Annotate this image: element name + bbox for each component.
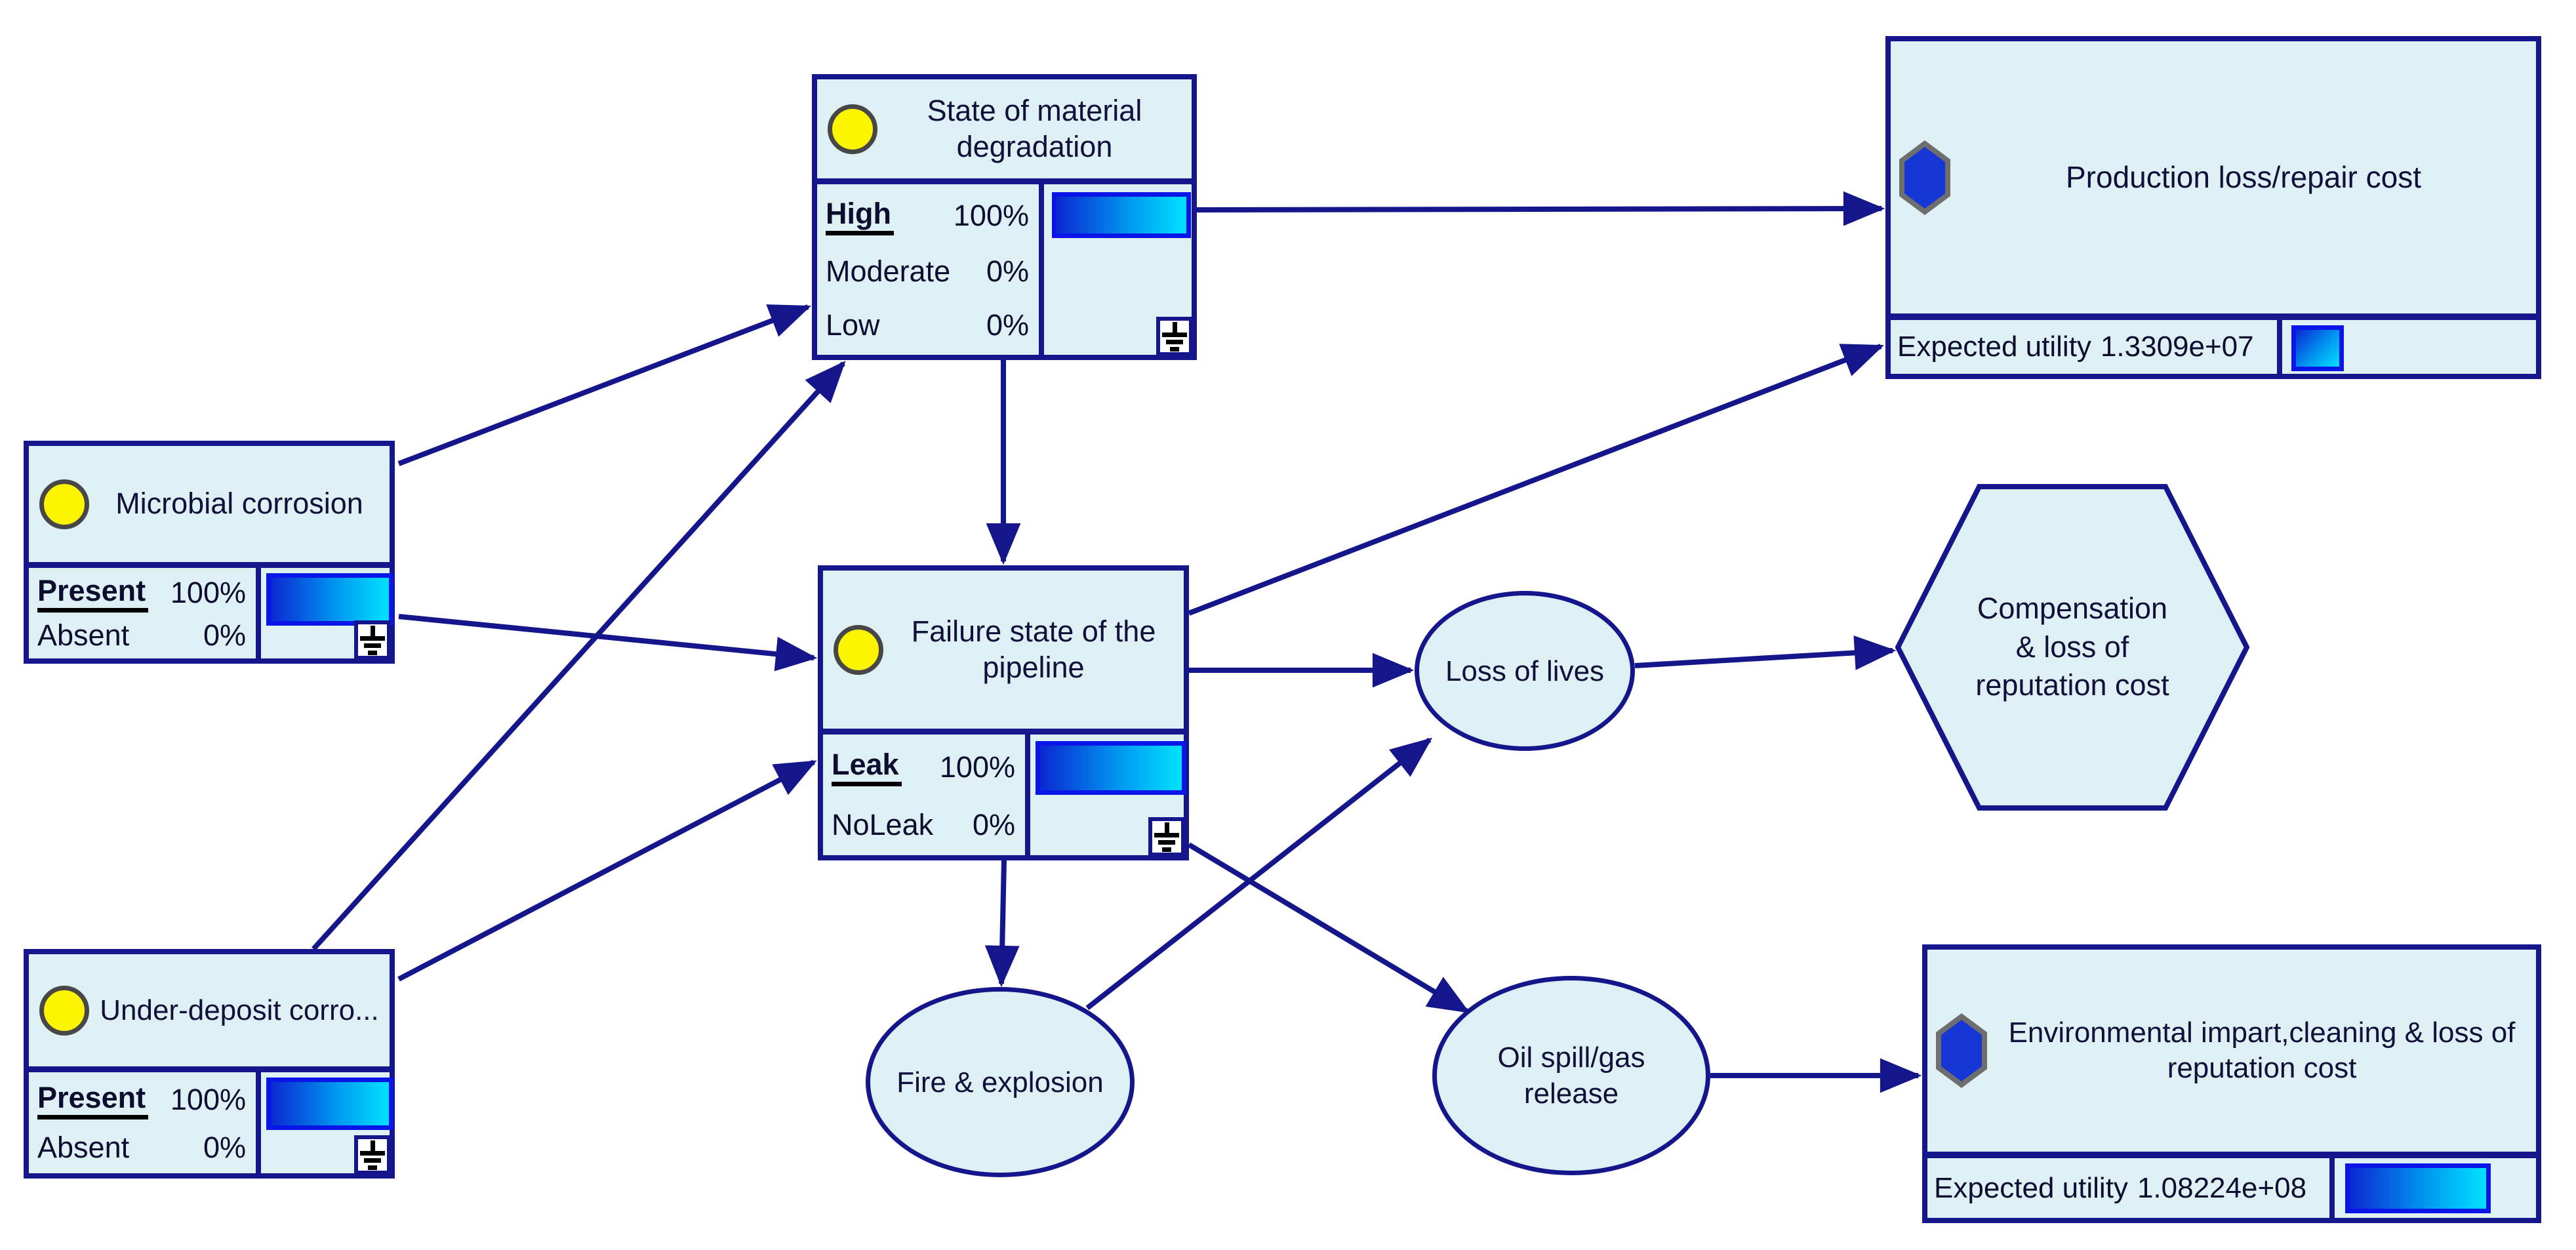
node-under-deposit-corrosion[interactable]: Under-deposit corro... Present 100% Abse… bbox=[24, 949, 395, 1179]
node-title: Fire & explosion bbox=[896, 1066, 1104, 1099]
state-label: Leak bbox=[832, 748, 902, 787]
state-value: 0% bbox=[972, 807, 1015, 841]
node-title: Under-deposit corro... bbox=[100, 994, 379, 1026]
state-label: High bbox=[826, 197, 894, 235]
column-divider bbox=[256, 568, 261, 658]
expected-utility-label: Expected utility bbox=[1897, 331, 2091, 363]
node-title: Production loss/repair cost bbox=[2065, 160, 2422, 195]
state-value: 0% bbox=[203, 618, 246, 653]
expected-utility-value: 1.3309e+07 bbox=[2100, 331, 2254, 363]
edge-microbial-to-failure[interactable] bbox=[398, 614, 818, 672]
expected-utility-value: 1.08224e+08 bbox=[2137, 1171, 2307, 1204]
state-label: Present bbox=[37, 1081, 149, 1119]
node-title: Loss of lives bbox=[1445, 655, 1605, 687]
evidence-ground-icon[interactable] bbox=[1148, 817, 1185, 857]
probability-bar bbox=[1052, 192, 1191, 238]
state-label: Absent bbox=[37, 1131, 130, 1165]
evidence-ground-icon[interactable] bbox=[354, 620, 391, 660]
chance-node-icon bbox=[39, 985, 89, 1036]
node-title: Oil spill/gas release bbox=[1497, 1041, 1645, 1110]
state-row[interactable]: Leak 100% bbox=[823, 748, 1025, 787]
state-value: 100% bbox=[170, 576, 246, 610]
edge-degradation-to-production[interactable] bbox=[1196, 191, 1885, 226]
node-title: Failure state of the pipeline bbox=[911, 614, 1156, 684]
state-row[interactable]: Absent 0% bbox=[29, 618, 256, 653]
state-row[interactable]: Low 0% bbox=[817, 308, 1039, 342]
node-state-of-material-degradation[interactable]: State of material degradation High 100% … bbox=[812, 74, 1197, 360]
state-row[interactable]: Present 100% bbox=[29, 1081, 256, 1119]
state-label: NoLeak bbox=[832, 807, 934, 841]
state-value: 0% bbox=[986, 308, 1029, 342]
edge-microbial-to-degradation[interactable] bbox=[397, 304, 811, 466]
state-label: Present bbox=[37, 574, 149, 613]
utility-hexagon-icon bbox=[1899, 140, 1950, 215]
utility-hexagon-icon bbox=[1936, 1013, 1987, 1088]
probability-bar bbox=[266, 1078, 393, 1130]
node-oil-spill-gas-release[interactable]: Oil spill/gas release bbox=[1432, 976, 1710, 1175]
node-failure-state-of-pipeline[interactable]: Failure state of the pipeline Leak 100% … bbox=[818, 565, 1189, 860]
edge-underdeposit-to-failure[interactable] bbox=[397, 759, 817, 982]
utility-bar bbox=[2345, 1163, 2491, 1213]
column-divider bbox=[1039, 184, 1044, 355]
edge-lossoflives-to-compensation[interactable] bbox=[1634, 635, 1897, 670]
column-divider bbox=[1025, 735, 1030, 855]
node-title: State of material degradation bbox=[927, 93, 1142, 163]
chance-node-icon bbox=[828, 104, 877, 154]
state-value: 100% bbox=[953, 199, 1029, 233]
evidence-ground-icon[interactable] bbox=[1156, 317, 1193, 356]
node-title: Microbial corrosion bbox=[115, 487, 363, 521]
edge-failure-to-production[interactable] bbox=[1188, 344, 1884, 616]
probability-bar bbox=[1036, 741, 1186, 795]
edge-failure-to-oilspill[interactable] bbox=[1187, 842, 1470, 1014]
node-microbial-corrosion[interactable]: Microbial corrosion Present 100% Absent … bbox=[24, 441, 395, 664]
state-row[interactable]: Present 100% bbox=[29, 574, 256, 613]
state-row[interactable]: NoLeak 0% bbox=[823, 808, 1025, 842]
chance-node-icon bbox=[834, 624, 883, 675]
state-label: Low bbox=[826, 308, 880, 342]
state-row[interactable]: Moderate 0% bbox=[817, 254, 1039, 289]
utility-bar bbox=[2291, 325, 2344, 371]
evidence-ground-icon[interactable] bbox=[354, 1135, 391, 1175]
edge-underdeposit-to-degradation[interactable] bbox=[312, 361, 846, 951]
hexagon-shape bbox=[1895, 484, 2250, 811]
node-compensation-cost[interactable] bbox=[1895, 483, 2250, 811]
node-fire-and-explosion[interactable]: Fire & explosion bbox=[866, 987, 1135, 1177]
state-value: 0% bbox=[986, 254, 1029, 289]
state-label: Moderate bbox=[826, 254, 951, 289]
edge-failure-to-fire[interactable] bbox=[984, 860, 1020, 988]
node-environmental-impact-cost[interactable]: Environmental impart,cleaning & loss of … bbox=[1922, 944, 2541, 1223]
node-production-loss-repair-cost[interactable]: Production loss/repair cost Expected uti… bbox=[1885, 36, 2541, 379]
chance-node-icon bbox=[39, 479, 89, 529]
node-loss-of-lives[interactable]: Loss of lives bbox=[1415, 591, 1635, 751]
edge-fire-to-lossoflives[interactable] bbox=[1085, 737, 1433, 1011]
state-value: 100% bbox=[939, 750, 1015, 784]
node-title: Compensation & loss of reputation cost bbox=[1975, 592, 2169, 702]
state-row[interactable]: Absent 0% bbox=[29, 1131, 256, 1165]
node-title: Environmental impart,cleaning & loss of … bbox=[2008, 1017, 2516, 1084]
state-row[interactable]: High 100% bbox=[817, 197, 1039, 235]
state-value: 0% bbox=[203, 1131, 246, 1165]
column-divider bbox=[256, 1072, 261, 1173]
expected-utility-label: Expected utility bbox=[1934, 1171, 2128, 1204]
probability-bar bbox=[266, 573, 393, 626]
state-label: Absent bbox=[37, 618, 130, 653]
state-value: 100% bbox=[170, 1083, 246, 1117]
